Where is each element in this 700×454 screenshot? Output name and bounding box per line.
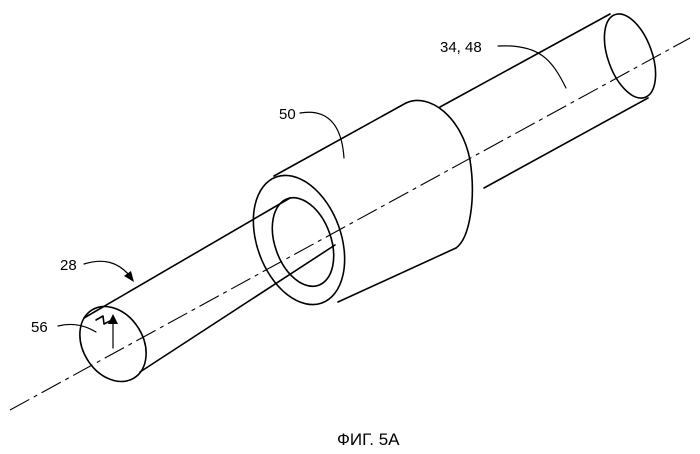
near-tube-section (66, 198, 335, 394)
leader-28 (84, 261, 130, 276)
leader-34-48 (498, 46, 566, 88)
leader-28-arrowhead (124, 271, 134, 282)
far-tube-section (440, 7, 666, 188)
leader-56 (58, 324, 96, 332)
figure-caption: ФИГ. 5A (337, 430, 400, 449)
label-34-48: 34, 48 (440, 39, 482, 56)
label-56: 56 (31, 319, 48, 336)
leader-50 (300, 112, 344, 158)
label-50: 50 (279, 106, 296, 123)
label-28: 28 (60, 257, 77, 274)
center-axis-line (10, 38, 690, 410)
